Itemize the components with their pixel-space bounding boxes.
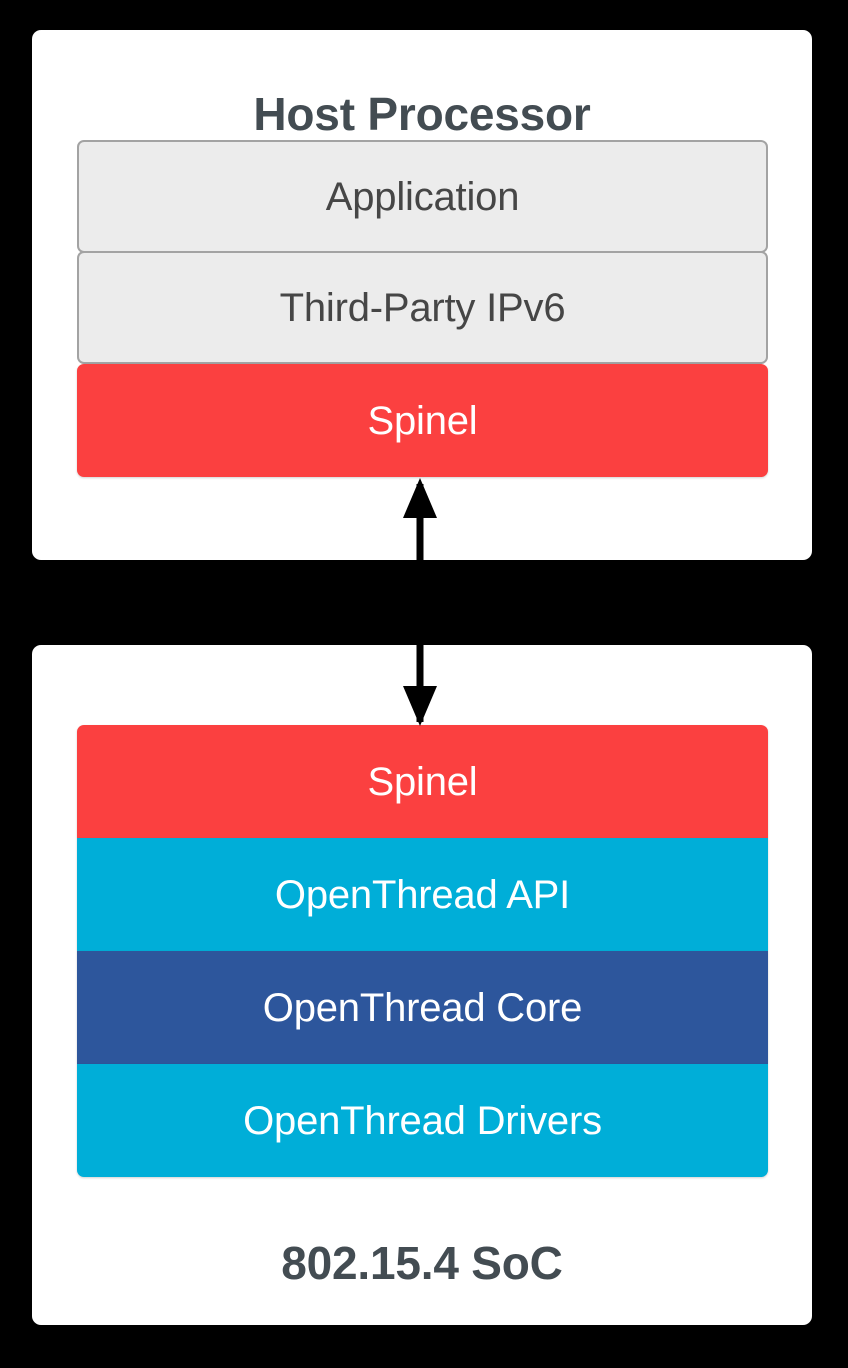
layer-openthread-core-label: OpenThread Core [262, 985, 583, 1030]
layer-soc-spinel-label: Spinel [367, 759, 478, 804]
layer-openthread-drivers-label: OpenThread Drivers [243, 1098, 602, 1143]
layer-host-spinel-label: Spinel [367, 398, 478, 443]
soc-layer-stack: Spinel OpenThread API OpenThread Core Op… [77, 725, 768, 1177]
layer-application-label: Application [325, 174, 520, 219]
soc-title: 802.15.4 SoC [281, 1237, 563, 1289]
layer-third-party-ipv6[interactable]: Third-Party IPv6 [77, 251, 768, 364]
layer-openthread-api[interactable]: OpenThread API [77, 838, 768, 951]
layer-soc-spinel[interactable]: Spinel [77, 725, 768, 838]
host-layer-stack: Application Third-Party IPv6 Spinel [77, 140, 768, 477]
layer-openthread-api-label: OpenThread API [274, 872, 571, 917]
layer-host-spinel[interactable]: Spinel [77, 364, 768, 477]
layer-openthread-drivers[interactable]: OpenThread Drivers [77, 1064, 768, 1177]
soc-card: Spinel OpenThread API OpenThread Core Op… [32, 645, 812, 1325]
layer-application[interactable]: Application [77, 140, 768, 253]
host-processor-card: Host Processor Application Third-Party I… [32, 30, 812, 560]
layer-third-party-ipv6-label: Third-Party IPv6 [279, 285, 566, 330]
host-processor-title: Host Processor [253, 88, 591, 140]
layer-openthread-core[interactable]: OpenThread Core [77, 951, 768, 1064]
